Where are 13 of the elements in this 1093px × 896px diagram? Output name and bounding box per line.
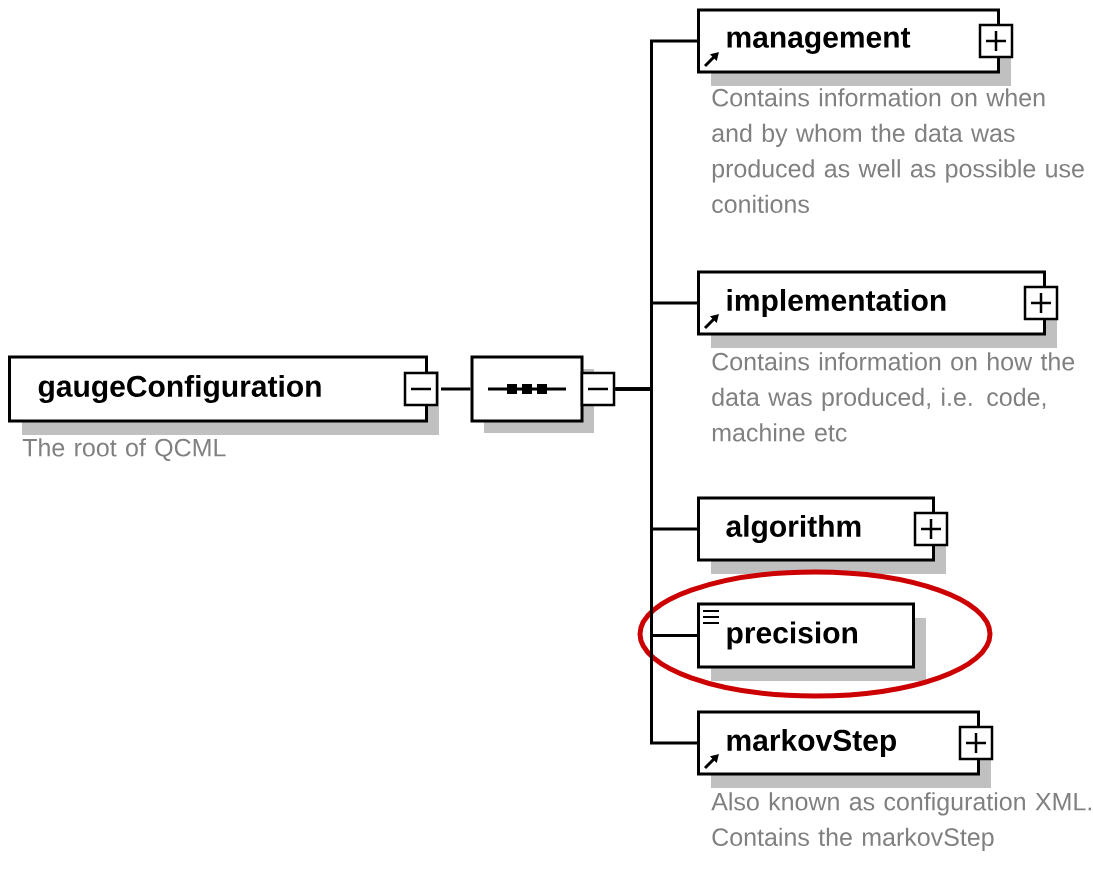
description-text: Contains information on how the data was produced, i.e. code, machine etc [712,352,1075,442]
element-box: algorithm [697,496,946,574]
element-box: management [697,8,1011,86]
description-text: Contains information on when and by whom the data was produced as well as possible use conitions [712,88,1084,214]
sequence-compositor [470,355,594,433]
description-text: Also known as configuration XML. Contains the markovStep [711,792,1091,851]
description-text: The root of QCML [22,438,226,462]
element-box: precision [697,602,926,681]
element-box: implementation [697,270,1057,348]
connector-line [441,387,471,391]
element-box: gaugeConfiguration [8,355,439,435]
connector-line [615,387,697,745]
element-box: markovStep [697,710,991,788]
